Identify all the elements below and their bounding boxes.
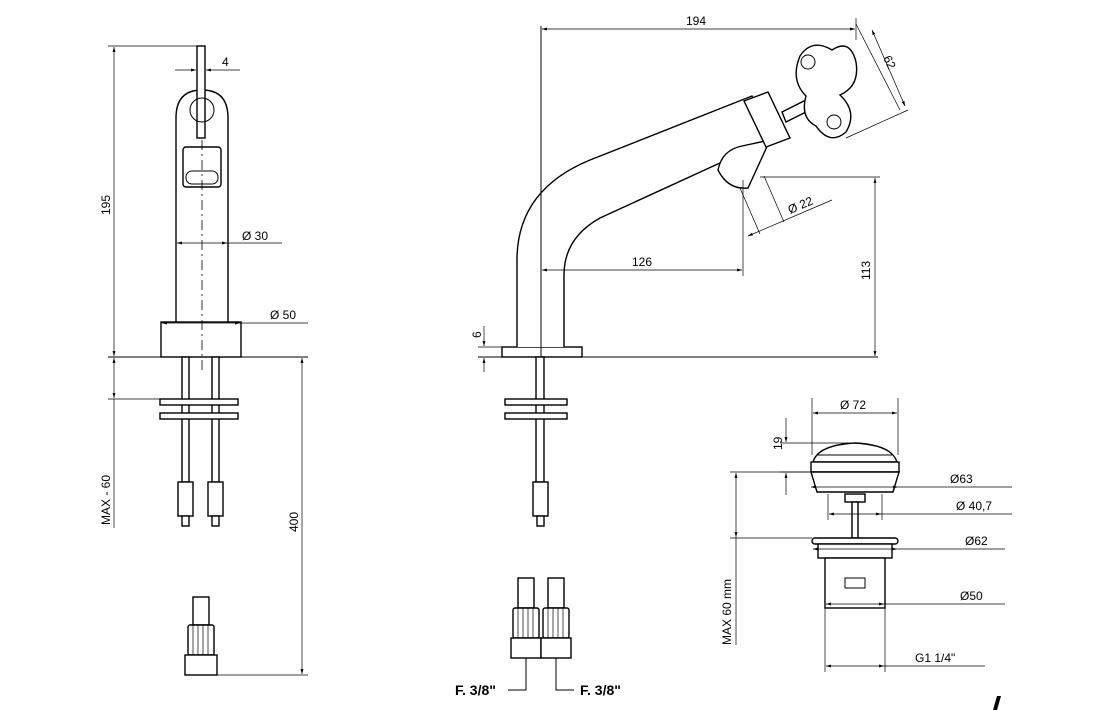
- dim-22: [747, 199, 833, 237]
- conn-left-label: F. 3/8": [455, 682, 496, 698]
- faucet-body-side: [516, 95, 771, 347]
- dim-handle-label: 62: [880, 53, 899, 71]
- leader-right: [555, 658, 574, 691]
- tip-side: [536, 515, 545, 527]
- drain-cap: [812, 442, 898, 463]
- washer-side: [504, 398, 568, 406]
- dim-max-label: MAX 60 mm: [720, 579, 734, 645]
- drain-nut: [811, 537, 899, 545]
- hose-fitting-left: [510, 577, 542, 659]
- washer-bottom: [159, 412, 239, 420]
- cartridge-cap: [743, 91, 791, 148]
- dim-cap-height-label: 19: [771, 436, 785, 450]
- stem-collar: [844, 493, 866, 503]
- dim-base-dia-label: Ø 50: [270, 308, 296, 322]
- dim-62: [871, 29, 906, 107]
- ext-line: [845, 109, 909, 139]
- washer-side: [504, 412, 568, 420]
- dim-flange-label: Ø63: [950, 472, 973, 486]
- corner-mark: [993, 696, 1001, 710]
- drain-nut-body: [817, 543, 893, 559]
- lever-pivot: [189, 97, 215, 123]
- dim-base-label: 6: [470, 331, 484, 338]
- handle-hole: [800, 54, 816, 70]
- drain-body: [824, 557, 886, 609]
- side-view: F. 3/8" F. 3/8" 194 62 Ø 22 126 113 6: [455, 14, 909, 698]
- dim-stem-label: Ø 40,7: [956, 499, 992, 513]
- handle-hole: [826, 114, 842, 130]
- drain-flange: [810, 461, 900, 473]
- drain-inner: [844, 577, 866, 589]
- pipe-end-right: [207, 481, 224, 517]
- lever-handle: [795, 44, 858, 139]
- dim-max-label: MAX - 60: [99, 475, 113, 525]
- dim-reach-label: 126: [632, 255, 652, 269]
- front-view: 195 4 Ø 30 Ø 50 MAX - 60 400: [99, 45, 308, 676]
- lever: [196, 45, 206, 139]
- hose-fitting-right: [540, 577, 572, 659]
- base-side: [501, 346, 583, 358]
- pipe-end-side: [532, 481, 549, 517]
- dim-height-label: 195: [99, 195, 113, 215]
- dim-length-label: 194: [686, 14, 706, 28]
- washer-top: [159, 398, 239, 406]
- pipe-end-left: [177, 481, 194, 517]
- dim-nut-label: Ø62: [965, 534, 988, 548]
- dim-cap-dia-label: Ø 72: [840, 398, 866, 412]
- hose-fitting-front: [184, 596, 218, 676]
- ext-line: [763, 175, 785, 223]
- dim-body-label: Ø50: [960, 589, 983, 603]
- drain-stem: [851, 501, 859, 539]
- dim-lever-label: 4: [222, 55, 229, 69]
- leader-left: [508, 658, 527, 691]
- drain-cone: [810, 471, 900, 493]
- conn-right-label: F. 3/8": [580, 682, 621, 698]
- base-front: [160, 321, 242, 358]
- tip-right: [211, 515, 220, 527]
- dim-hose-label: 400: [287, 512, 301, 532]
- tip-left: [181, 515, 190, 527]
- dim-outlet-height-label: 113: [859, 261, 873, 280]
- dim-body-dia-label: Ø 30: [242, 229, 268, 243]
- dim-thread-label: G1 1/4": [915, 651, 955, 665]
- drain-view: Ø 72 19 Ø63 Ø 40,7 Ø62 Ø50 MAX 60 mm: [720, 398, 1012, 672]
